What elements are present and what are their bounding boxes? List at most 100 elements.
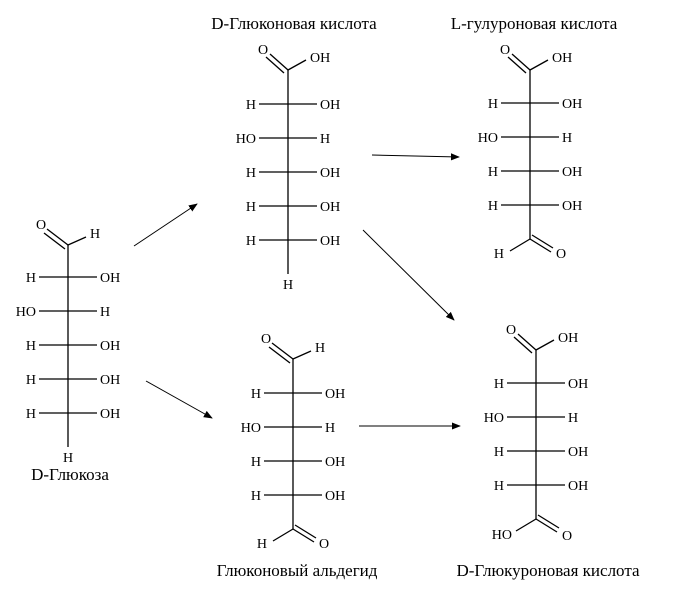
substituent-right: OH [562,199,582,214]
hydroxyl-group: OH [558,331,578,346]
molecule-label-d-gluconic-acid: D-Глюконовая кислота [211,14,377,33]
carbonyl-oxygen: O [500,43,510,58]
substituent-left: H [246,234,256,249]
carbonyl-bond [271,342,294,360]
substituent-right: H [568,411,578,426]
substituent-left: H [246,200,256,215]
carbonyl-oxygen: O [258,43,268,58]
substituent-right: OH [562,97,582,112]
carbonyl-oxygen: O [36,218,46,233]
substituent-right: H [100,305,110,320]
substituent-right: OH [568,445,588,460]
substituent-right: OH [100,339,120,354]
substituent-left: H [488,199,498,214]
substituent-left: HO [241,421,261,436]
carbonyl-bond [535,518,558,533]
hydroxyl-group: OH [552,51,572,66]
substituent-right: OH [325,387,345,402]
aldehyde-hydrogen: H [257,537,267,552]
hydroxyl-bond [529,59,549,71]
substituent-right: OH [325,455,345,470]
aldehyde-h-bond [67,236,87,246]
carbonyl-oxygen: O [506,323,516,338]
carbonyl-bond [292,528,315,543]
terminal-hydrogen: H [283,278,293,293]
aldehyde-h-bond [272,528,294,542]
substituent-right: OH [568,377,588,392]
substituent-left: HO [484,411,504,426]
substituent-left: H [488,165,498,180]
reaction-arrow-gluconic-to-glucuronic [362,229,455,321]
reaction-arrow-gluconic-to-guluronic [371,153,460,161]
hydroxyl-group: OH [310,51,330,66]
aldehyde-hydrogen: H [90,227,100,242]
substituent-right: OH [100,373,120,388]
substituent-left: H [494,445,504,460]
molecule-label-l-guluronic-acid: L-гулуроновая кислота [451,14,618,33]
substituent-left: H [251,489,261,504]
molecule-label-d-glucuronic-acid: D-Глюкуроновая кислота [456,561,640,580]
molecule-label-d-glucose: D-Глюкоза [31,465,109,484]
carbonyl-oxygen: O [556,247,566,262]
carbonyl-bond [531,234,554,249]
substituent-right: OH [562,165,582,180]
hydroxyl-bond [515,518,537,532]
substituent-right: OH [325,489,345,504]
substituent-left: H [26,339,36,354]
carbonyl-bond [265,56,285,74]
substituent-left: H [26,407,36,422]
carbonyl-bond [269,53,289,71]
aldehyde-hydrogen: H [494,247,504,262]
carbonyl-bond [513,336,533,354]
substituent-right: OH [320,234,340,249]
substituent-left: HO [236,132,256,147]
carbonyl-bond [517,333,537,351]
substituent-right: H [325,421,335,436]
carbonyl-oxygen: O [261,332,271,347]
substituent-right: OH [568,479,588,494]
substituent-left: H [494,377,504,392]
hydroxyl-bond [287,59,307,71]
substituent-right: OH [320,166,340,181]
substituent-right: OH [100,271,120,286]
substituent-left: H [26,373,36,388]
carbonyl-bond [46,228,69,246]
substituent-left: H [251,387,261,402]
aldehyde-h-bond [509,238,531,252]
carbonyl-bond [529,238,552,253]
substituent-left: HO [478,131,498,146]
carbonyl-bond [537,514,560,529]
substituent-left: H [26,271,36,286]
carbonyl-oxygen: O [319,537,329,552]
aldehyde-h-bond [292,350,312,360]
reaction-arrow-glucose-to-glucodialdehyde [145,380,213,419]
substituent-right: OH [100,407,120,422]
carbonyl-bond [294,524,317,539]
reaction-arrow-glucose-to-gluconic [133,203,198,247]
hydroxyl-bond [535,339,555,351]
substituent-left: H [246,166,256,181]
molecule-label-glucodialdehyde: Глюконовый альдегид [217,561,378,580]
substituent-right: OH [320,200,340,215]
carbonyl-bond [43,232,66,250]
aldehyde-hydrogen: H [315,341,325,356]
substituent-right: OH [320,98,340,113]
substituent-left: H [246,98,256,113]
carbonyl-bond [511,53,531,71]
substituent-right: H [320,132,330,147]
substituent-right: H [562,131,572,146]
substituent-left: H [494,479,504,494]
carbonyl-bond [507,56,527,74]
hydroxyl-group: HO [492,528,512,543]
reaction-arrows [133,153,461,430]
carbonyl-bond [268,346,291,364]
substituent-left: H [251,455,261,470]
terminal-hydrogen: H [63,451,73,466]
substituent-left: HO [16,305,36,320]
